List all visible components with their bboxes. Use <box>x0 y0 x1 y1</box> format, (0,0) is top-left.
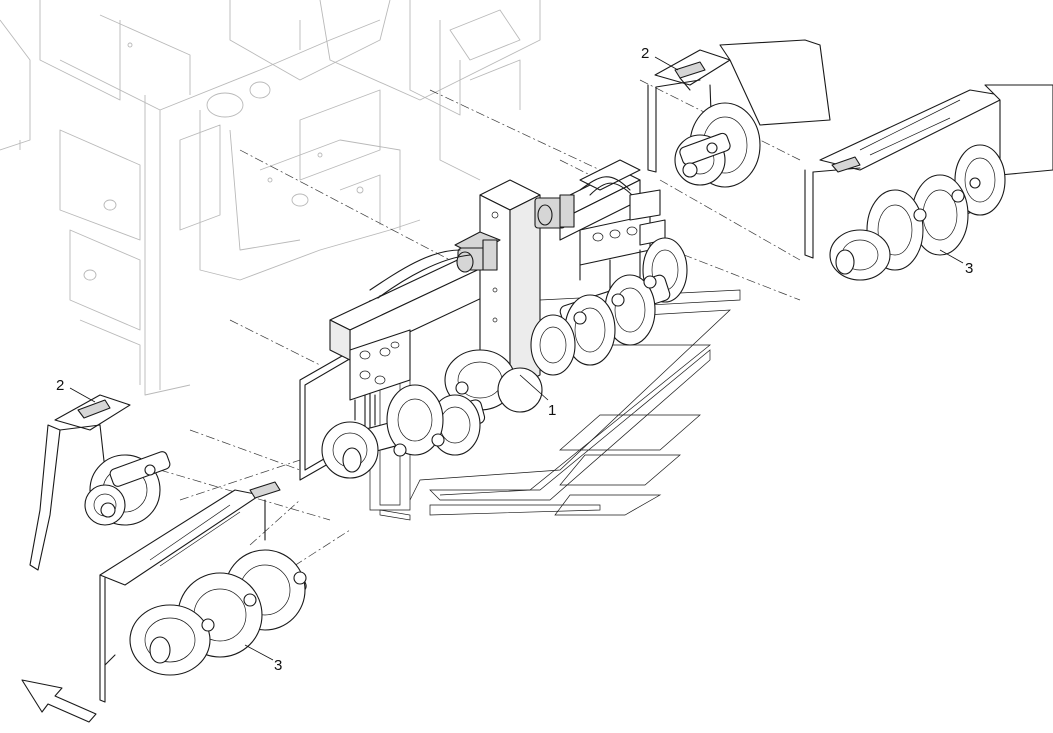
bottom-left-small-hood <box>29 394 171 571</box>
bottom-left-long-hood <box>99 481 307 703</box>
central-frame-assembly <box>299 159 666 481</box>
callout-3-right-label: 3 <box>965 260 973 277</box>
chevron-guard-panels <box>369 289 741 521</box>
ghost-machine-body <box>0 0 541 396</box>
arrow-outline-icon <box>21 679 97 723</box>
top-right-long-hood <box>804 84 1053 281</box>
top-right-small-hood <box>647 39 831 188</box>
callout-leaders <box>69 56 964 661</box>
main-assembly-augers <box>321 237 688 479</box>
callout-3-bottom-label: 3 <box>274 657 282 674</box>
callout-2-left-label: 2 <box>56 377 64 394</box>
callout-2-top-label: 2 <box>641 45 649 62</box>
callout-1-label: 1 <box>548 402 556 419</box>
